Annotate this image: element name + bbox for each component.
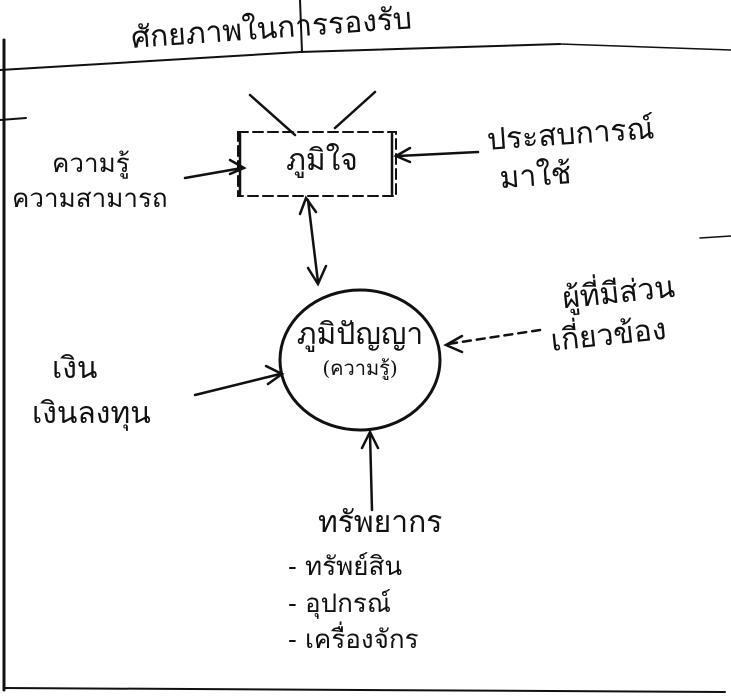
arrowhead-right-top <box>393 146 412 164</box>
center-circle <box>278 288 442 432</box>
right-mid-text: ผู้ที่มีส่วน เกี่ยวข้อง <box>545 270 676 359</box>
note-to-box-line-1 <box>248 93 297 137</box>
page-frame-top-line <box>0 43 561 71</box>
arrowhead-right-mid <box>443 334 464 354</box>
bottom-list-item-3: - เครื่องจักร <box>288 625 419 656</box>
arrowhead-circle-end <box>306 264 328 287</box>
left-top-line1: ความรู้ <box>52 149 130 179</box>
page-frame-top-vert <box>299 0 303 53</box>
bottom-title: ทรัพยากร <box>318 505 443 540</box>
left-mid-line2: เงินลงทุน <box>32 396 151 431</box>
page-frame-left-dash <box>0 117 27 121</box>
arrowhead-left-top <box>228 158 247 176</box>
left-mid-line1: เงิน <box>52 351 98 386</box>
left-top-text: ความรู้ ความสามารถ <box>12 150 168 213</box>
center-circle-subtitle: (ความรู้) <box>322 356 398 380</box>
bottom-list-item-2: - อุปกรณ์ <box>288 588 391 619</box>
note-to-box-line-2 <box>333 90 377 130</box>
page-frame-top-right-line <box>559 43 731 51</box>
arrow-left-mid <box>193 372 282 397</box>
page-frame-right-dash <box>699 235 731 239</box>
arrowhead-box-end <box>298 195 318 216</box>
arrow-box-circle <box>306 198 320 284</box>
arrow-right-top <box>396 150 480 158</box>
arrowhead-left-mid <box>264 364 285 386</box>
center-circle-text: ภูมิปัญญา (ความรู้) <box>290 317 430 379</box>
arrow-bottom <box>368 432 374 512</box>
page-frame-bottom-line <box>3 687 726 693</box>
bottom-block: ทรัพยากร - ทรัพย์สิน - อุปกรณ์ - เครื่อง… <box>288 506 442 654</box>
bottom-list-item-1: - ทรัพย์สิน <box>288 552 403 582</box>
center-circle-title: ภูมิปัญญา <box>296 317 424 352</box>
arrowhead-bottom <box>360 429 380 450</box>
right-top-text: ประสบการณ์ มาใช้ <box>486 111 658 196</box>
left-top-line2: ความสามารถ <box>12 183 168 214</box>
center-box-text: ภูมิใจ <box>286 143 358 178</box>
arrow-right-mid <box>446 328 542 346</box>
arrow-left-top <box>183 166 244 180</box>
left-mid-text: เงิน เงินลงทุน <box>32 352 151 430</box>
